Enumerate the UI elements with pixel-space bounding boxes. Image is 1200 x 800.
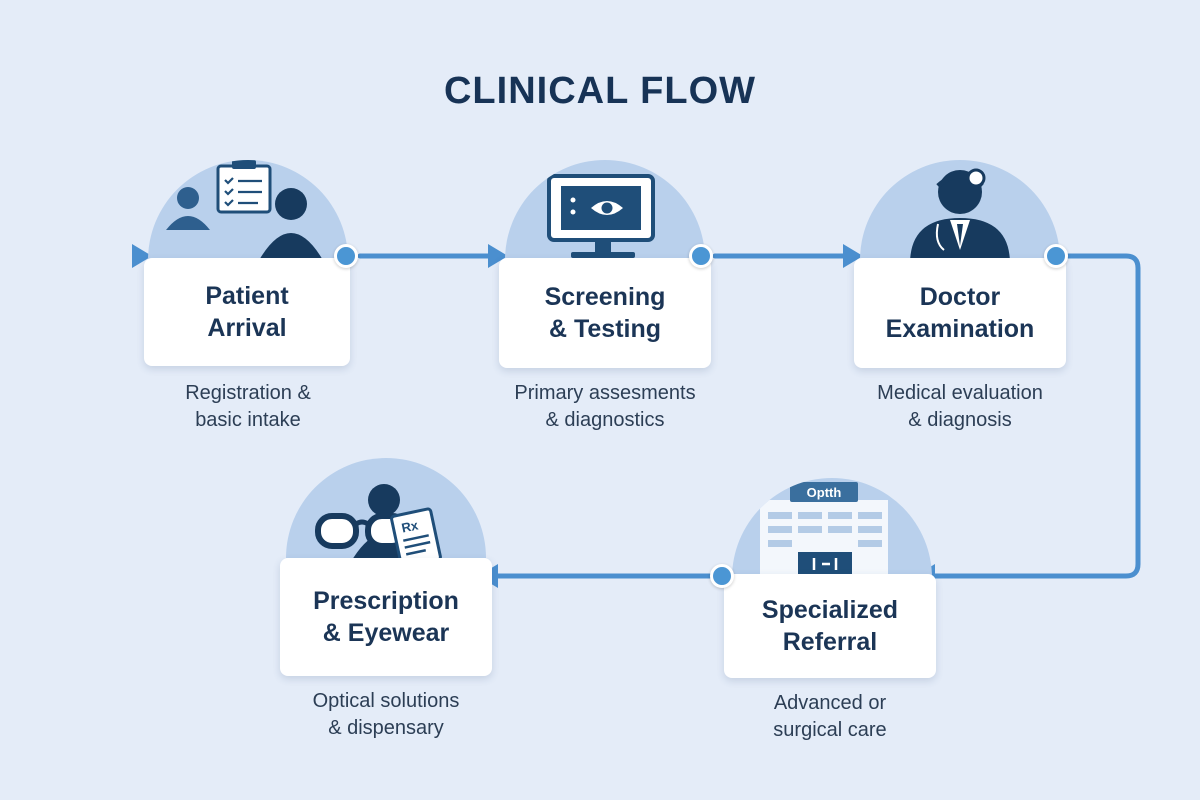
connector-node-doctor bbox=[1044, 244, 1068, 268]
step-title-line1: Prescription bbox=[313, 587, 459, 615]
step-title-line2: Referral bbox=[782, 628, 878, 656]
step-desc-line1: Optical solutions bbox=[312, 690, 460, 712]
connector-node-arrival bbox=[334, 244, 358, 268]
step-desc-line2: basic intake bbox=[195, 409, 301, 431]
step-desc-line2: & diagnostics bbox=[545, 409, 665, 431]
step-description-specialized-referral: Advanced or surgical care bbox=[710, 690, 950, 744]
step-title-line1: Patient bbox=[205, 282, 289, 310]
hospital-sign-text: Optth bbox=[807, 485, 842, 500]
glasses-prescription-icon: Rx bbox=[286, 458, 486, 558]
step-description-doctor-examination: Medical evaluation & diagnosis bbox=[840, 380, 1080, 434]
arrowhead-into-arrival bbox=[132, 244, 152, 268]
connector-doctor-to-referral bbox=[932, 253, 1141, 579]
doctor-icon bbox=[860, 160, 1060, 260]
step-card-prescription-eyewear: Prescription & Eyewear bbox=[280, 558, 492, 676]
step-desc-line2: surgical care bbox=[773, 719, 887, 741]
step-desc-line1: Registration & bbox=[185, 382, 311, 404]
step-title-line1: Specialized bbox=[761, 596, 899, 624]
step-desc-line2: & dispensary bbox=[328, 717, 444, 739]
step-description-prescription-eyewear: Optical solutions & dispensary bbox=[266, 688, 506, 742]
step-title-line2: Arrival bbox=[207, 314, 287, 342]
connector-node-referral bbox=[710, 564, 734, 588]
step-title-line1: Doctor bbox=[919, 283, 1001, 311]
connector-node-screening bbox=[689, 244, 713, 268]
arrowhead-into-screening bbox=[488, 244, 508, 268]
hospital-icon: Optth bbox=[732, 478, 932, 578]
step-title-line1: Screening bbox=[544, 283, 666, 311]
step-desc-line1: Primary assesments bbox=[514, 382, 696, 404]
eye-monitor-icon bbox=[505, 160, 705, 260]
step-card-screening-testing: Screening & Testing bbox=[499, 258, 711, 368]
step-desc-line2: & diagnosis bbox=[908, 409, 1012, 431]
step-title-line2: & Eyewear bbox=[322, 619, 450, 647]
step-card-patient-arrival: Patient Arrival bbox=[144, 258, 350, 366]
step-desc-line1: Advanced or bbox=[773, 692, 887, 714]
diagram-title: CLINICAL FLOW bbox=[443, 70, 757, 112]
arrowhead-into-doctor bbox=[843, 244, 863, 268]
step-title-line2: Examination bbox=[885, 315, 1035, 343]
step-title-line2: & Testing bbox=[548, 315, 662, 343]
step-description-screening-testing: Primary assesments & diagnostics bbox=[485, 380, 725, 434]
step-card-specialized-referral: Specialized Referral bbox=[724, 574, 936, 678]
step-card-doctor-examination: Doctor Examination bbox=[854, 258, 1066, 368]
prescription-rx-text: Rx bbox=[400, 517, 420, 535]
step-desc-line1: Medical evaluation bbox=[877, 382, 1043, 404]
patients-clipboard-icon bbox=[148, 160, 348, 260]
step-description-patient-arrival: Registration & basic intake bbox=[128, 380, 368, 434]
